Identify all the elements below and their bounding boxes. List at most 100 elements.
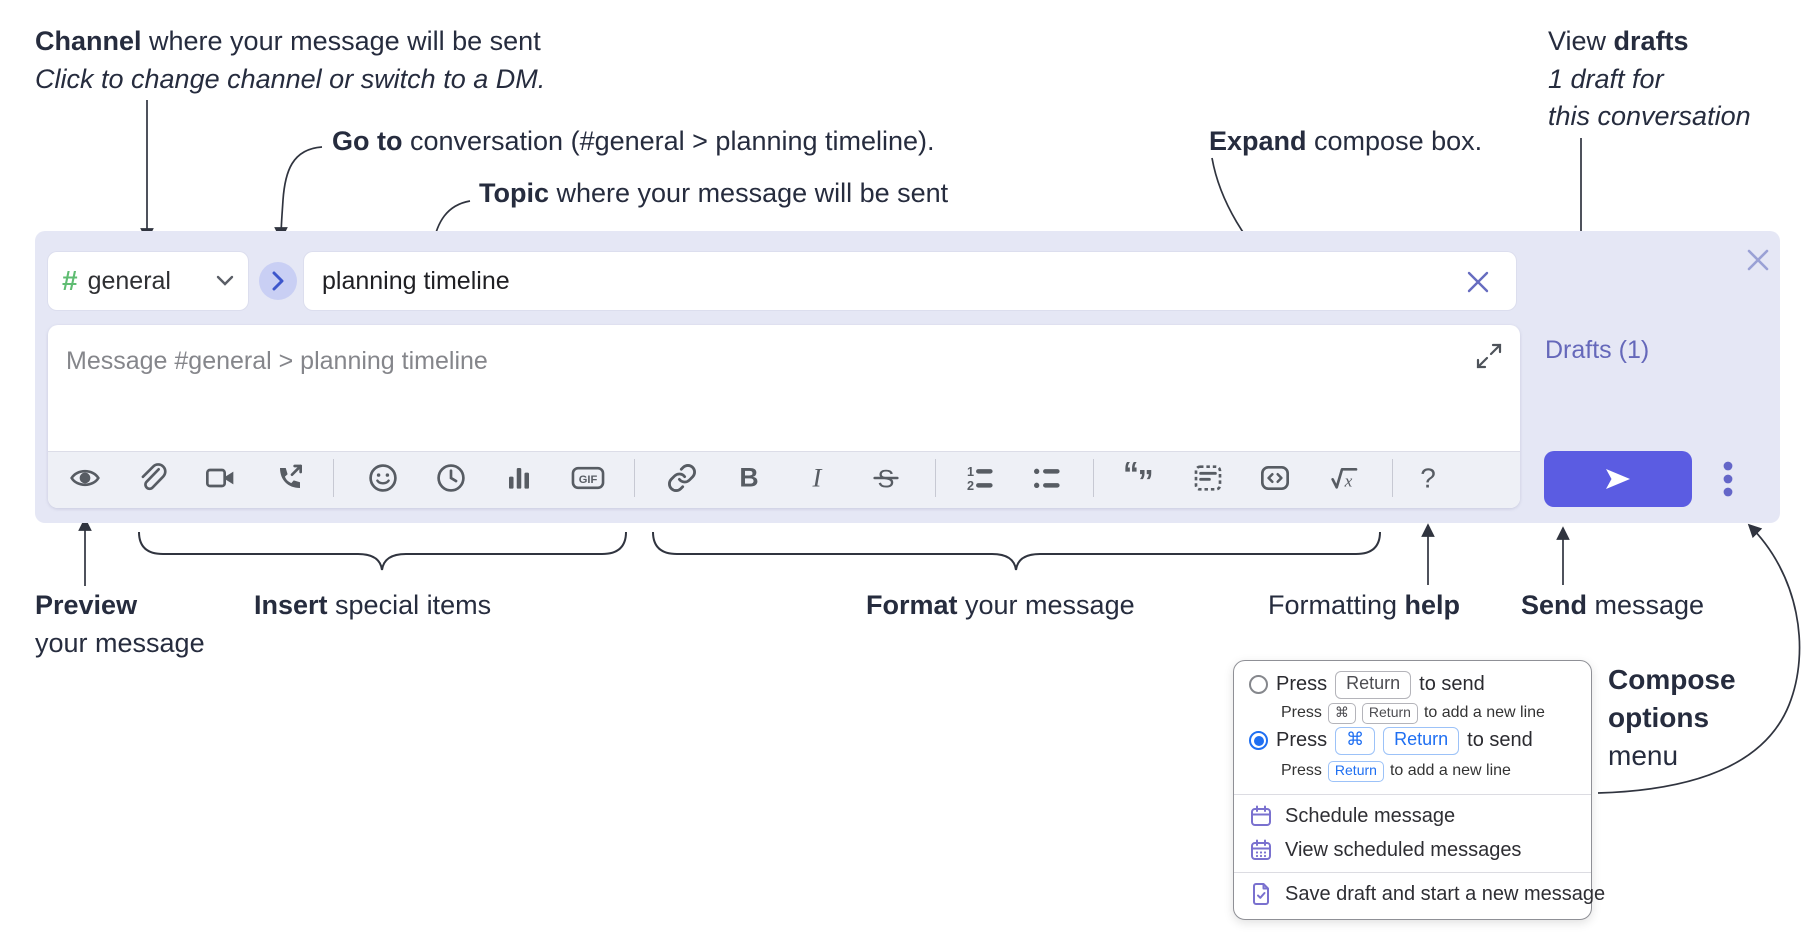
go-to-conversation-button[interactable]: [259, 262, 297, 300]
send-arrow-icon: [1606, 469, 1630, 489]
cmd-key: ⌘: [1327, 703, 1356, 724]
toolbar-divider: [1093, 459, 1094, 497]
toolbar-divider: [935, 459, 936, 497]
insert-brace: [138, 531, 627, 571]
message-compose-area[interactable]: Message #general > planning timeline: [48, 325, 1520, 508]
quote-open-glyph: “: [1123, 462, 1139, 492]
strikethrough-button[interactable]: S: [864, 456, 908, 500]
topic-annotation-bold: Topic: [479, 178, 549, 208]
option2-after-label: to send: [1467, 729, 1533, 752]
preview-annotation-bold: Preview: [35, 590, 138, 620]
insert-annotation: Insert special items: [254, 588, 491, 623]
bold-icon: B: [739, 463, 758, 493]
math-latex-button[interactable]: x: [1322, 456, 1366, 500]
format-annotation-rest: your message: [957, 590, 1135, 620]
send-annotation-bold: Send: [1521, 590, 1588, 620]
code-button[interactable]: [1253, 456, 1297, 500]
schedule-message-item[interactable]: Schedule message: [1249, 804, 1455, 828]
goto-pointer-curve: [274, 146, 323, 241]
option1-after-label: to send: [1419, 673, 1485, 696]
toolbar-divider: [634, 459, 635, 497]
insert-link-button[interactable]: [660, 456, 704, 500]
view-scheduled-messages-label: View scheduled messages: [1285, 838, 1522, 861]
channel-name: general: [87, 266, 171, 295]
quote-icon: “”: [1123, 462, 1154, 494]
help-question-icon: ?: [1420, 462, 1436, 493]
close-compose-button[interactable]: [1741, 243, 1775, 277]
close-icon: [1747, 249, 1769, 271]
preview-annotation-line2: your message: [35, 628, 205, 658]
return-key: Return: [1361, 703, 1418, 724]
compose-options-annotation-bold2: options: [1608, 702, 1710, 733]
compose-options-kebab-button[interactable]: [1710, 456, 1746, 502]
expand-compose-button[interactable]: [1474, 341, 1504, 371]
code-icon: [1261, 466, 1289, 490]
help-annotation: Formatting help: [1268, 588, 1460, 623]
format-annotation: Format your message: [866, 588, 1135, 623]
add-poll-button[interactable]: [497, 456, 541, 500]
preview-message-button[interactable]: [63, 456, 107, 500]
attach-files-button[interactable]: [130, 456, 174, 500]
voice-call-phone-icon: [280, 464, 302, 488]
expand-annotation-bold: Expand: [1209, 126, 1307, 156]
calendar-grid-icon: [1251, 839, 1271, 860]
help-annotation-bold: help: [1404, 590, 1461, 620]
channel-annotation-rest: where your message will be sent: [141, 26, 541, 56]
add-global-time-button[interactable]: [429, 456, 473, 500]
compose-options-annotation-bold1: Compose: [1608, 664, 1736, 695]
compose-options-annotation-line1: Compose: [1608, 662, 1736, 698]
send-message-button[interactable]: [1544, 451, 1692, 507]
attach-paperclip-icon: [141, 463, 167, 491]
cmd-enter-sends-option[interactable]: Press ⌘ Return to send: [1249, 727, 1533, 755]
formatting-help-button[interactable]: ?: [1406, 456, 1450, 500]
math-x-glyph: x: [1344, 472, 1353, 491]
return-key: Return: [1335, 671, 1412, 699]
compose-options-annotation-line2: options: [1608, 700, 1709, 736]
enter-sends-option[interactable]: Press Return to send: [1249, 671, 1485, 699]
bold-glyph: B: [739, 463, 758, 493]
expand-annotation-rest: compose box.: [1306, 126, 1483, 156]
numbered-list-icon: 12: [967, 465, 993, 493]
bulleted-list-button[interactable]: [1024, 456, 1068, 500]
option2-press-label: Press: [1276, 729, 1328, 752]
start-video-call-button[interactable]: [198, 456, 242, 500]
expand-diagonal-icon: [1476, 343, 1502, 369]
list-number-2: 2: [967, 479, 974, 493]
preview-eye-icon: [70, 469, 100, 487]
option1-press-label: Press: [1276, 673, 1328, 696]
message-placeholder: Message #general > planning timeline: [66, 347, 488, 375]
send-annotation: Send message: [1521, 588, 1704, 623]
clear-topic-button[interactable]: [1462, 266, 1494, 298]
channel-annotation-bold: Channel: [35, 26, 142, 56]
topic-input[interactable]: [304, 252, 1516, 310]
add-emoji-button[interactable]: [361, 456, 405, 500]
drafts-link[interactable]: Drafts (1): [1545, 336, 1650, 364]
preview-annotation-line1: Preview: [35, 588, 137, 623]
spoiler-button[interactable]: [1186, 456, 1230, 500]
schedule-message-label: Schedule message: [1285, 804, 1456, 827]
return-key: Return: [1327, 761, 1384, 782]
start-voice-call-button[interactable]: [268, 456, 312, 500]
list-number-1: 1: [967, 465, 974, 479]
video-call-camera-icon: [206, 468, 234, 488]
toolbar-divider: [333, 459, 334, 497]
insert-annotation-bold: Insert: [254, 590, 328, 620]
bold-button[interactable]: B: [727, 456, 771, 500]
save-draft-item[interactable]: Save draft and start a new message: [1249, 882, 1605, 906]
view-scheduled-messages-item[interactable]: View scheduled messages: [1249, 838, 1521, 862]
goto-annotation-bold: Go to: [332, 126, 403, 156]
drafts-annotation-pre: View: [1548, 26, 1614, 56]
enter-sends-option-subtext: Press ⌘ Return to add a new line: [1281, 703, 1545, 724]
quote-button[interactable]: “”: [1117, 456, 1161, 500]
topic-annotation: Topic where your message will be sent: [479, 176, 948, 211]
channel-annotation-line2: Click to change channel or switch to a D…: [35, 64, 546, 94]
italic-button[interactable]: I: [795, 456, 839, 500]
math-sqrt-icon: x: [1331, 468, 1358, 491]
compose-options-annotation-line3: menu: [1608, 740, 1679, 771]
channel-selector[interactable]: # general: [48, 252, 248, 310]
radio-selected-icon[interactable]: [1249, 731, 1268, 751]
add-gif-button[interactable]: GIF: [566, 456, 610, 500]
radio-unselected-icon[interactable]: [1249, 675, 1268, 695]
